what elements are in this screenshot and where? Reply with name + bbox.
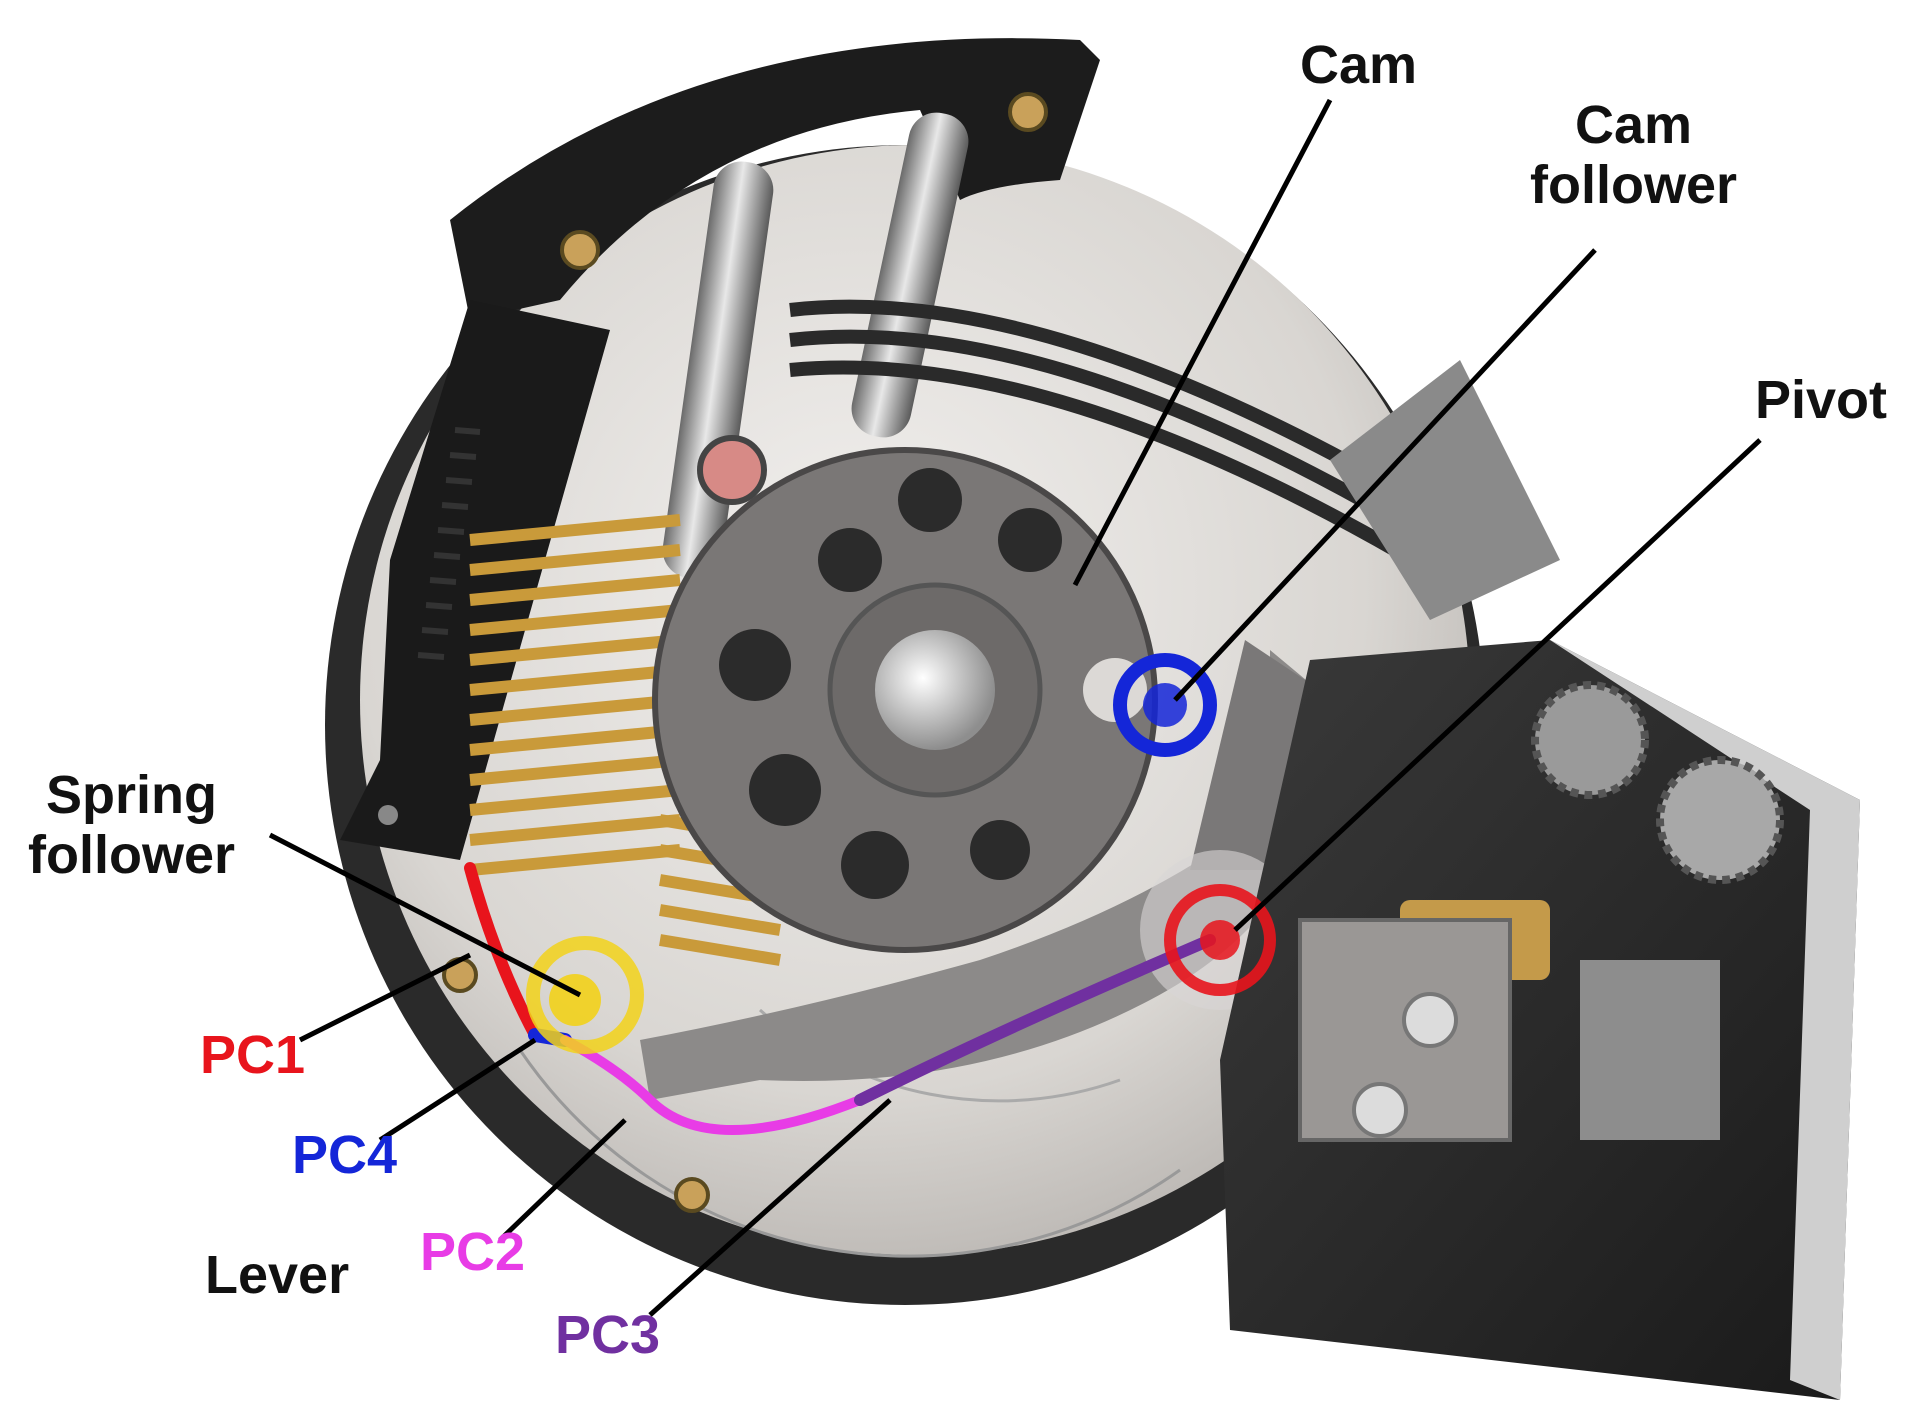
guide-rod: [851, 112, 969, 438]
top-cover: [450, 38, 1100, 320]
screw-hole: [378, 805, 398, 825]
brass-insert: [674, 1177, 710, 1213]
brass-insert: [560, 230, 600, 270]
pc2-path: [560, 1035, 865, 1135]
pc4-leader: [378, 1037, 537, 1143]
slider-screw: [1352, 1082, 1408, 1138]
right-arm: [1330, 360, 1560, 620]
pc3-leader: [648, 1098, 892, 1317]
cam-follower-leader: [1173, 248, 1597, 702]
leader-lines: [268, 98, 1762, 1317]
pivot-marker: [1164, 884, 1276, 996]
plate-groove: [518, 1049, 1181, 1258]
label-pc4: PC4: [292, 1125, 398, 1185]
slider-screw: [1402, 992, 1458, 1048]
pivot-leader: [1233, 438, 1762, 932]
label-pc1: PC1: [200, 1025, 306, 1085]
rack-teeth: [417, 427, 481, 660]
label-pivot: Pivot: [1755, 370, 1888, 430]
label-lever: Lever: [205, 1245, 350, 1305]
label-pc3: PC3: [555, 1305, 661, 1365]
guide-rod: [662, 161, 774, 579]
cam-shaft: [875, 630, 995, 750]
left-frame: [340, 300, 610, 860]
gearbox-side-plate: [1550, 640, 1860, 1400]
label-cam-follower: Cam follower: [1530, 95, 1738, 216]
label-spring-follower: Spring follower: [28, 765, 236, 886]
spring-follower-leader: [268, 832, 582, 998]
motor: [1580, 960, 1720, 1140]
button: [697, 435, 767, 505]
brass-insert: [1008, 92, 1048, 132]
gear: [1531, 681, 1784, 884]
pc3-path: [854, 934, 1216, 1106]
cam-holes: [719, 468, 1062, 899]
lever-arm: [640, 650, 1331, 1100]
pc2-leader: [498, 1118, 627, 1242]
cam-leader: [1072, 98, 1333, 587]
cam-follower-marker: [1113, 653, 1217, 757]
label-pc2: PC2: [420, 1222, 526, 1282]
pc1-leader: [298, 952, 472, 1043]
label-cam: Cam: [1300, 35, 1418, 95]
coil-spring-left: [469, 514, 681, 876]
